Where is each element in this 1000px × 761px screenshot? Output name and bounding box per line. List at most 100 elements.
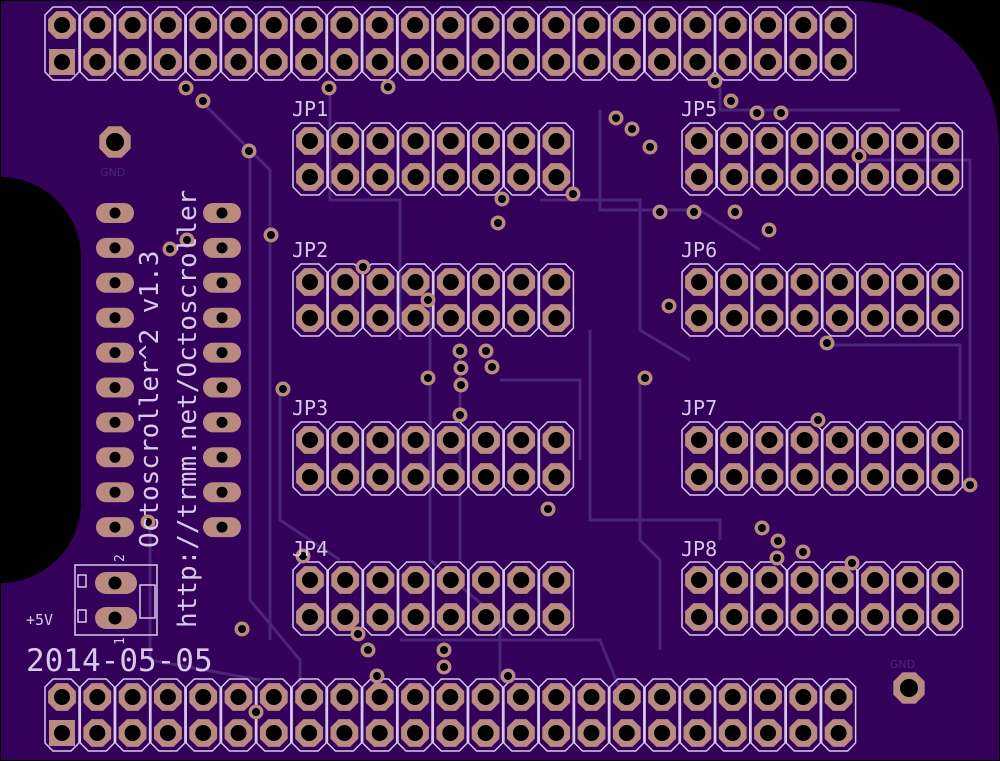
jp3-pin-hole <box>478 469 494 485</box>
pin-outline <box>361 678 398 752</box>
jp7-pin-hole <box>761 469 778 485</box>
jp3-pin-hole <box>513 432 530 448</box>
top-header-pin-hole <box>760 54 776 70</box>
top-header-pin-hole <box>830 54 847 70</box>
jp8-pin-hole <box>761 572 778 588</box>
pin-outline <box>822 263 858 337</box>
pin-outline <box>362 122 399 196</box>
top-header-pin-hole <box>830 17 847 33</box>
jp1-pin-hole <box>442 169 459 185</box>
via-hole <box>440 663 448 671</box>
jp6-pin-hole <box>726 310 743 326</box>
bottom-header-pin-hole <box>265 725 282 741</box>
pin-outline <box>714 6 751 81</box>
jp4-pin-hole <box>372 609 389 625</box>
pin-outline <box>468 263 504 337</box>
pin-outline <box>503 122 539 196</box>
via-hole <box>252 708 260 716</box>
pin-outline <box>433 263 469 337</box>
pin-outline <box>716 122 752 196</box>
pin-outline <box>751 122 788 196</box>
jp1-pin-hole <box>513 169 530 185</box>
pin-outline <box>362 421 399 496</box>
jp2-pin-hole <box>337 310 354 326</box>
via-hole <box>711 77 719 85</box>
trace <box>428 300 502 680</box>
jp1-pin-hole <box>372 169 389 185</box>
jp7-pin-hole <box>761 432 778 448</box>
bottom-header-pin-hole <box>124 725 141 741</box>
pin-outline <box>220 6 257 81</box>
via-hole <box>457 381 465 389</box>
via-hole <box>183 236 191 244</box>
trace <box>638 380 662 650</box>
pin-outline <box>785 678 822 752</box>
via-hole <box>774 537 782 545</box>
pin-outline <box>716 421 752 496</box>
via-hole <box>373 672 381 680</box>
pin-outline <box>892 421 928 496</box>
pin-outline <box>114 6 151 81</box>
pin-outline <box>786 561 823 636</box>
trace <box>198 98 272 640</box>
gnd-pad-hole <box>900 679 918 697</box>
bottom-header-pin-hole <box>583 725 600 741</box>
connector-label-jp4: JP4 <box>292 537 328 561</box>
jp2-pin-hole <box>513 310 530 326</box>
pin-outline <box>503 421 539 496</box>
pin-outline <box>679 6 716 81</box>
pin-outline <box>857 421 893 496</box>
jp2-pin-hole <box>302 274 318 290</box>
connector-label-jp2: JP2 <box>292 238 328 262</box>
power-pin1-label: 1 <box>113 637 128 645</box>
oval-pad-hole <box>109 416 121 428</box>
jp3-pin-hole <box>548 432 565 448</box>
jp7-pin-hole <box>937 432 954 448</box>
jp7-pin-hole <box>902 469 919 485</box>
jp1-pin-hole <box>407 169 424 185</box>
pin-outline <box>362 263 399 337</box>
bottom-header-pin-hole <box>265 689 282 705</box>
via-hole <box>354 630 362 638</box>
top-header-pin-hole <box>265 17 282 33</box>
bottom-header-pin-hole <box>301 725 318 741</box>
jp1-pin-hole <box>407 133 424 149</box>
top-header-pin-hole <box>159 17 176 33</box>
jp1-pin-hole <box>478 133 494 149</box>
top-header-pin-hole <box>124 17 141 33</box>
jp8-pin-hole <box>796 572 813 588</box>
jp2-pin-hole <box>478 310 494 326</box>
via-hole <box>773 554 781 562</box>
pin-outline <box>433 561 469 636</box>
top-header-pin-hole <box>654 17 671 33</box>
via-hole <box>199 97 207 105</box>
jp4-pin-hole <box>513 572 530 588</box>
via-hole <box>612 114 620 122</box>
oval-pad-hole <box>109 207 121 219</box>
power-connector-outline <box>74 564 158 636</box>
jp2-pin-hole <box>372 310 389 326</box>
jp6-pin-hole <box>902 274 919 290</box>
jp6-pin-hole <box>796 274 813 290</box>
pin-outline <box>44 6 80 81</box>
pin-outline <box>467 678 504 752</box>
jp5-pin-hole <box>761 133 778 149</box>
jp3-pin-hole <box>302 432 318 448</box>
jp2-pin-hole <box>407 274 424 290</box>
jp5-pin-hole <box>937 133 954 149</box>
pin-outline <box>256 6 292 81</box>
jp8-pin-hole <box>867 572 883 588</box>
jp8-pin-hole <box>796 609 813 625</box>
top-header-pin-hole <box>442 54 459 70</box>
via-hole <box>359 263 367 271</box>
bottom-header-pin-hole <box>795 689 812 705</box>
jp4-pin-hole <box>442 572 459 588</box>
oval-pad-hole <box>216 451 228 463</box>
jp5-pin-hole <box>796 133 813 149</box>
jp6-pin-hole <box>796 310 813 326</box>
trace <box>830 343 962 420</box>
jp4-pin-hole <box>337 609 354 625</box>
pin-outline <box>327 421 363 496</box>
pin-outline <box>503 6 539 81</box>
